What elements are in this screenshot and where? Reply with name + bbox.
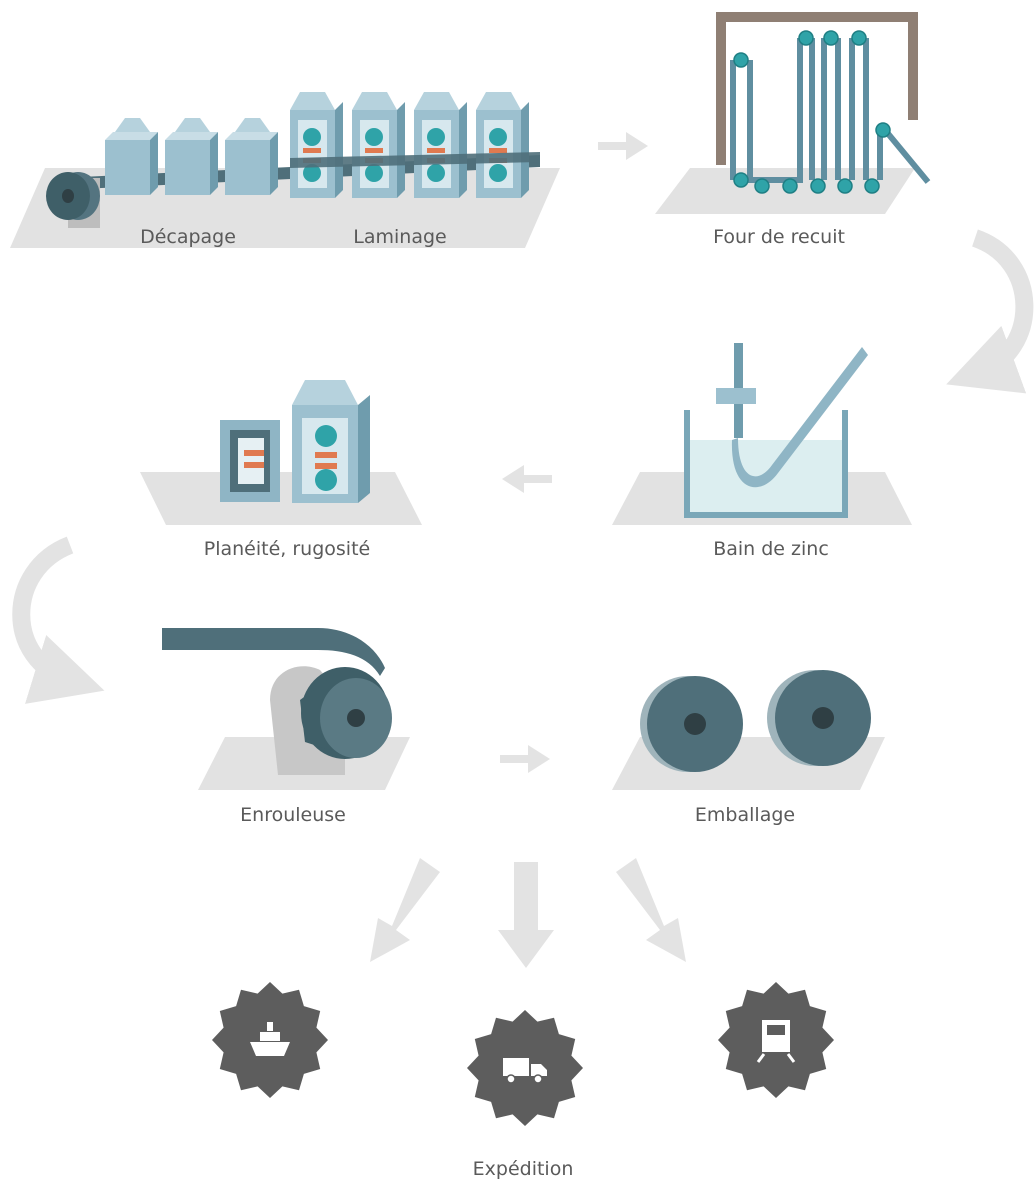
flow-arrow-right <box>598 132 648 160</box>
label-decapage: Décapage <box>140 226 236 248</box>
furnace-frame <box>716 12 918 165</box>
entry-coil <box>46 172 100 220</box>
label-planeite-rugosite: Planéité, rugosité <box>203 538 371 560</box>
label-expedition: Expédition <box>472 1158 574 1180</box>
platform <box>140 472 422 525</box>
flow-arrow-down <box>498 862 554 968</box>
label-enrouleuse: Enrouleuse <box>240 804 346 826</box>
flow-arrow-curve-right <box>946 229 1034 394</box>
rolling-stand <box>290 92 343 198</box>
stage-four-de-recuit <box>655 12 931 214</box>
rolling-stand <box>476 92 529 198</box>
rolling-stand <box>352 92 405 198</box>
steel-strip <box>162 628 385 676</box>
flow-arrow-right <box>500 745 550 773</box>
packed-coil <box>767 670 871 766</box>
flow-arrow-curve-left <box>12 536 105 704</box>
pickling-tank <box>105 118 158 195</box>
pickling-tank <box>225 118 278 195</box>
stage-emballage <box>612 670 885 790</box>
label-laminage: Laminage <box>353 226 447 248</box>
label-four-de-recuit: Four de recuit <box>713 226 845 248</box>
exit-coil <box>300 667 392 759</box>
stage-decapage-laminage <box>10 92 560 248</box>
stage-enrouleuse <box>162 628 410 790</box>
flow-arrow-left <box>502 465 552 493</box>
stage-planeite-rugosite <box>140 380 422 525</box>
train-icon <box>718 982 834 1098</box>
ship-icon <box>212 982 328 1098</box>
label-bain-de-zinc: Bain de zinc <box>713 538 829 560</box>
stage-bain-de-zinc <box>612 343 912 525</box>
packed-coil <box>640 676 743 772</box>
rolling-stand <box>414 92 467 198</box>
label-emballage: Emballage <box>694 804 796 826</box>
truck-icon <box>467 1010 583 1126</box>
flow-arrow-down-right <box>616 858 686 962</box>
flow-arrow-down-left <box>370 858 440 962</box>
pickling-tank <box>165 118 218 195</box>
